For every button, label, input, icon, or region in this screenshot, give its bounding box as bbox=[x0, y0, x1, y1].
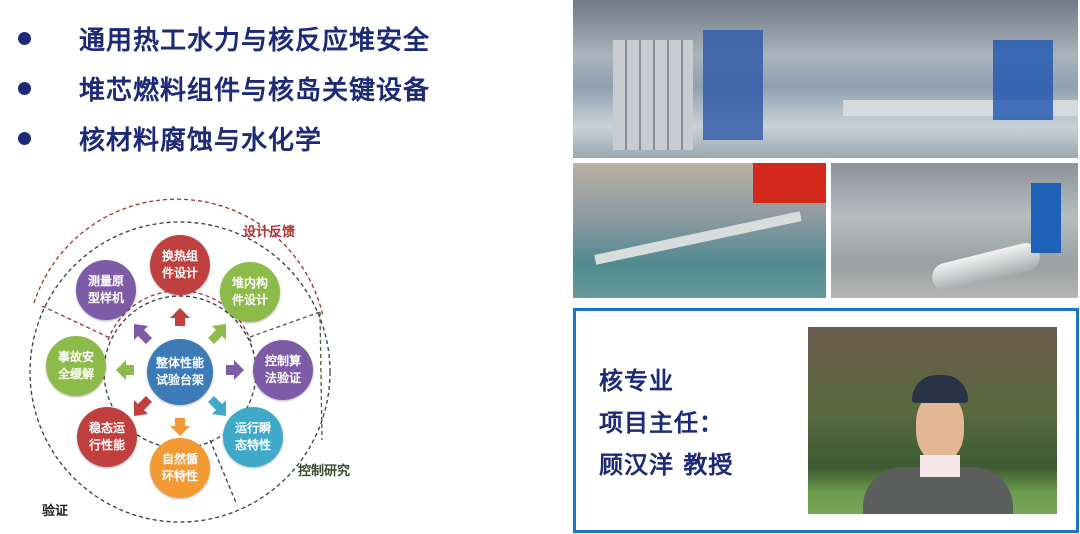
node-transient: 运行瞬态特性 bbox=[223, 407, 283, 467]
facility-photo-loop bbox=[573, 163, 826, 298]
director-title: 项目主任： bbox=[599, 409, 724, 437]
director-portrait-photo bbox=[808, 327, 1057, 514]
node-internals: 堆内构件设计 bbox=[220, 262, 280, 322]
bullet-item: 核材料腐蚀与水化学 bbox=[18, 120, 322, 157]
bullet-text: 堆芯燃料组件与核岛关键设备 bbox=[79, 76, 431, 106]
major-label: 核专业 bbox=[599, 367, 674, 395]
bullet-item: 堆芯燃料组件与核岛关键设备 bbox=[18, 70, 430, 107]
test-platform-diagram: 整体性能试验台架 换热组件设计 堆内构件设计 控制算法验证 运行瞬态特性 自然循… bbox=[0, 0, 400, 534]
center-node: 整体性能试验台架 bbox=[147, 339, 213, 405]
project-director-card: 核专业 项目主任： 顾汉洋 教授 bbox=[573, 308, 1079, 533]
bullet-text: 核材料腐蚀与水化学 bbox=[79, 126, 323, 156]
node-prototype: 测量原型样机 bbox=[76, 260, 136, 320]
node-steady-state: 稳态运行性能 bbox=[77, 407, 137, 467]
arrow-icons bbox=[116, 308, 244, 436]
director-name: 顾汉洋 教授 bbox=[599, 451, 734, 479]
facility-photo-hall bbox=[573, 0, 1078, 158]
node-heat-exchange: 换热组件设计 bbox=[150, 235, 210, 295]
node-control-algorithm: 控制算法验证 bbox=[253, 340, 313, 400]
facility-photo-tank bbox=[831, 163, 1078, 298]
bullet-item: 通用热工水力与核反应堆安全 bbox=[18, 20, 430, 57]
bullet-text: 通用热工水力与核反应堆安全 bbox=[79, 26, 431, 56]
label-design-feedback: 设计反馈 bbox=[243, 225, 296, 240]
bullet-dot-icon bbox=[18, 132, 31, 145]
bullet-dot-icon bbox=[18, 32, 31, 45]
label-control-research: 控制研究 bbox=[298, 464, 351, 479]
label-verification: 验证 bbox=[42, 504, 69, 519]
node-accident-mitigation: 事故安全缓解 bbox=[46, 336, 106, 396]
node-natural-circulation: 自然循环特性 bbox=[150, 438, 210, 498]
bullet-dot-icon bbox=[18, 82, 31, 95]
